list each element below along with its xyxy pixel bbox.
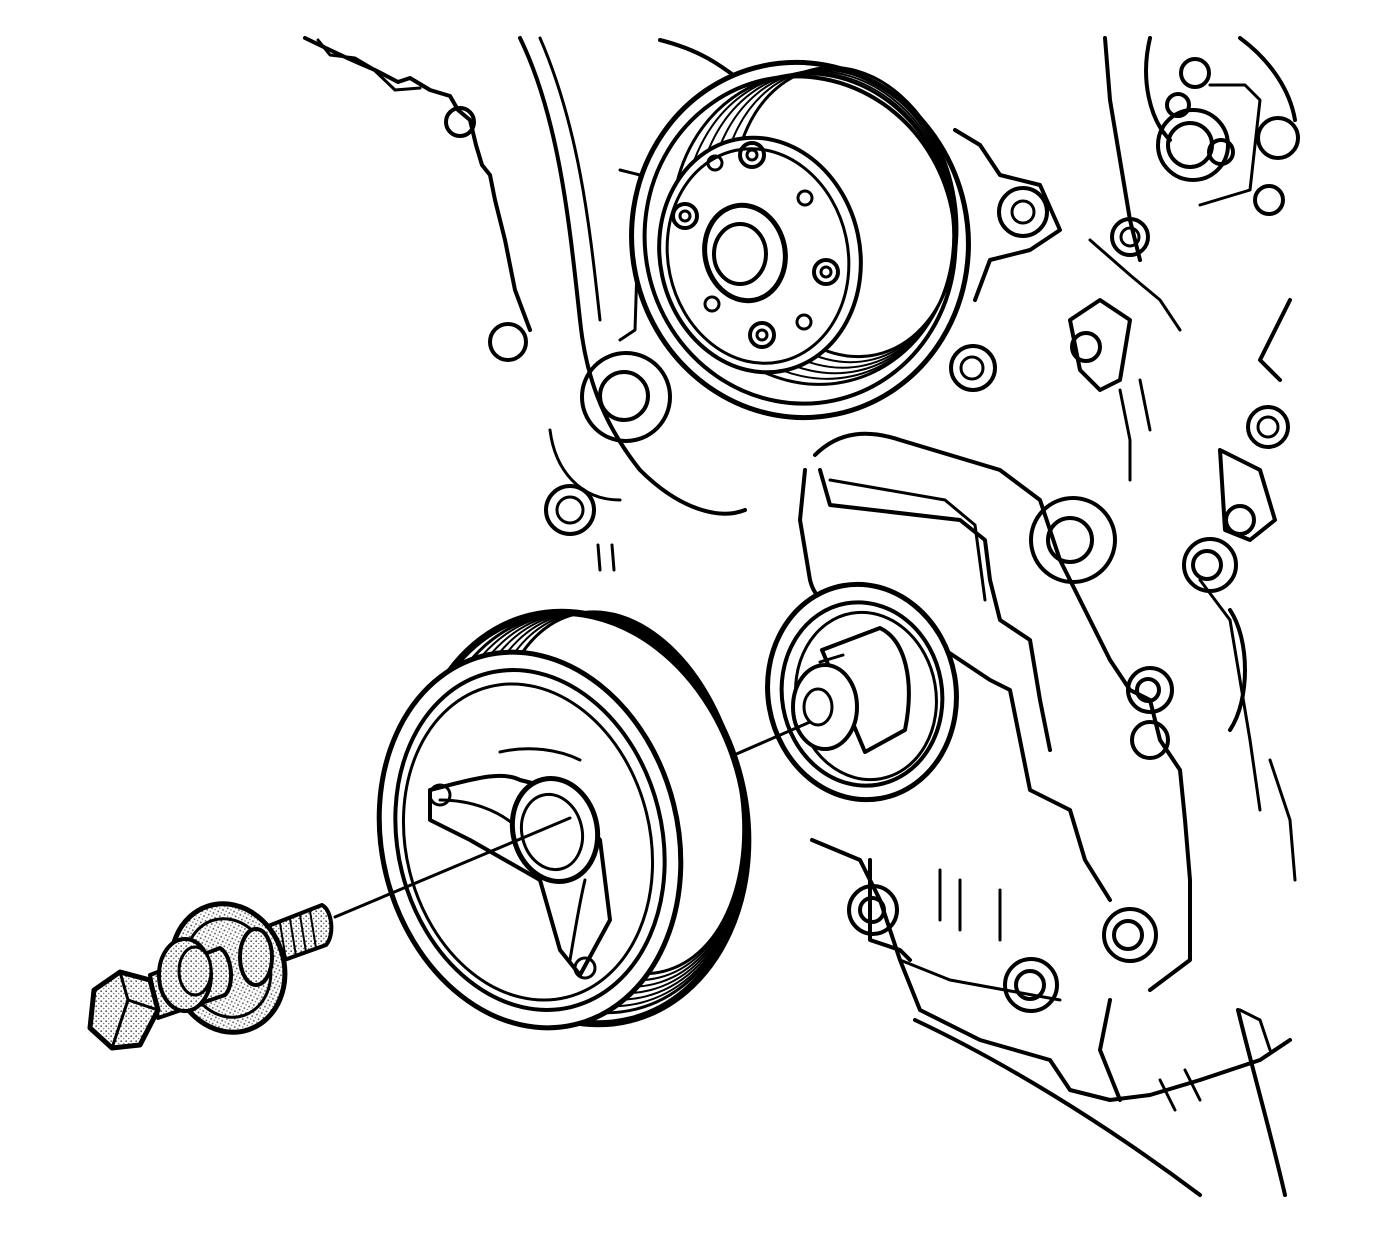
crankshaft-snout bbox=[765, 581, 959, 803]
crankshaft-balancer-pulley bbox=[376, 608, 752, 1031]
engine-block bbox=[303, 36, 1300, 1197]
balancer-bolt bbox=[87, 901, 334, 1051]
water-pump-pulley bbox=[629, 59, 1062, 421]
leader-line-bolt bbox=[333, 816, 572, 919]
